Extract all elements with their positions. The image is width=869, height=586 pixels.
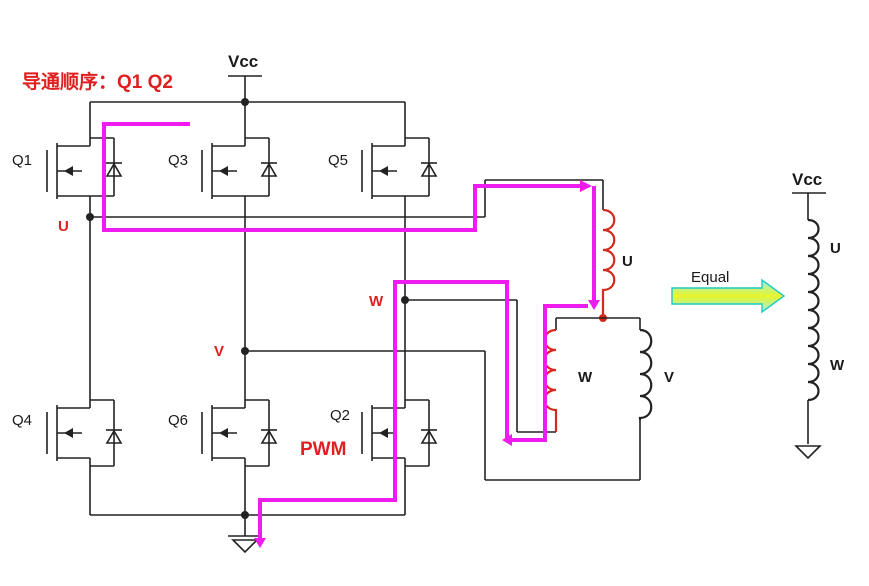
node-w-label: W: [369, 293, 384, 310]
phase-leg-w: [401, 102, 556, 515]
mosfet-q4: [46, 396, 123, 470]
node-u-label: U: [58, 218, 69, 235]
winding-v: [603, 317, 653, 420]
q6-label: Q6: [168, 412, 188, 429]
winding-w-label: W: [578, 369, 593, 386]
equivalent-circuit: [792, 192, 826, 460]
conduction-order-title: 导通顺序：Q1 Q2: [22, 70, 173, 93]
equivalent-coil-w-label: W: [830, 357, 845, 374]
q1-label: Q1: [12, 152, 32, 169]
winding-w: [543, 317, 603, 432]
equal-label: Equal: [691, 269, 729, 286]
pwm-label: PWM: [300, 439, 346, 460]
q4-label: Q4: [12, 412, 32, 429]
q2-label: Q2: [330, 407, 350, 424]
ground-rail: [90, 511, 405, 554]
vcc-label: Vcc: [228, 52, 258, 71]
mosfet-q1: [46, 137, 123, 199]
q5-label: Q5: [328, 152, 348, 169]
equal-arrow-icon: [671, 278, 786, 314]
mosfet-q5: [361, 137, 438, 199]
equivalent-coil-u-label: U: [830, 240, 841, 257]
winding-v-label: V: [664, 369, 674, 386]
mosfet-q3: [201, 137, 278, 199]
current-path: [102, 122, 600, 548]
mosfet-q6: [201, 396, 278, 470]
equivalent-vcc-label: Vcc: [792, 170, 822, 189]
winding-u: [599, 208, 616, 322]
node-v-label: V: [214, 343, 224, 360]
q3-label: Q3: [168, 152, 188, 169]
winding-u-label: U: [622, 253, 633, 270]
mosfet-q2: [361, 396, 438, 470]
phase-leg-u: [86, 102, 485, 515]
